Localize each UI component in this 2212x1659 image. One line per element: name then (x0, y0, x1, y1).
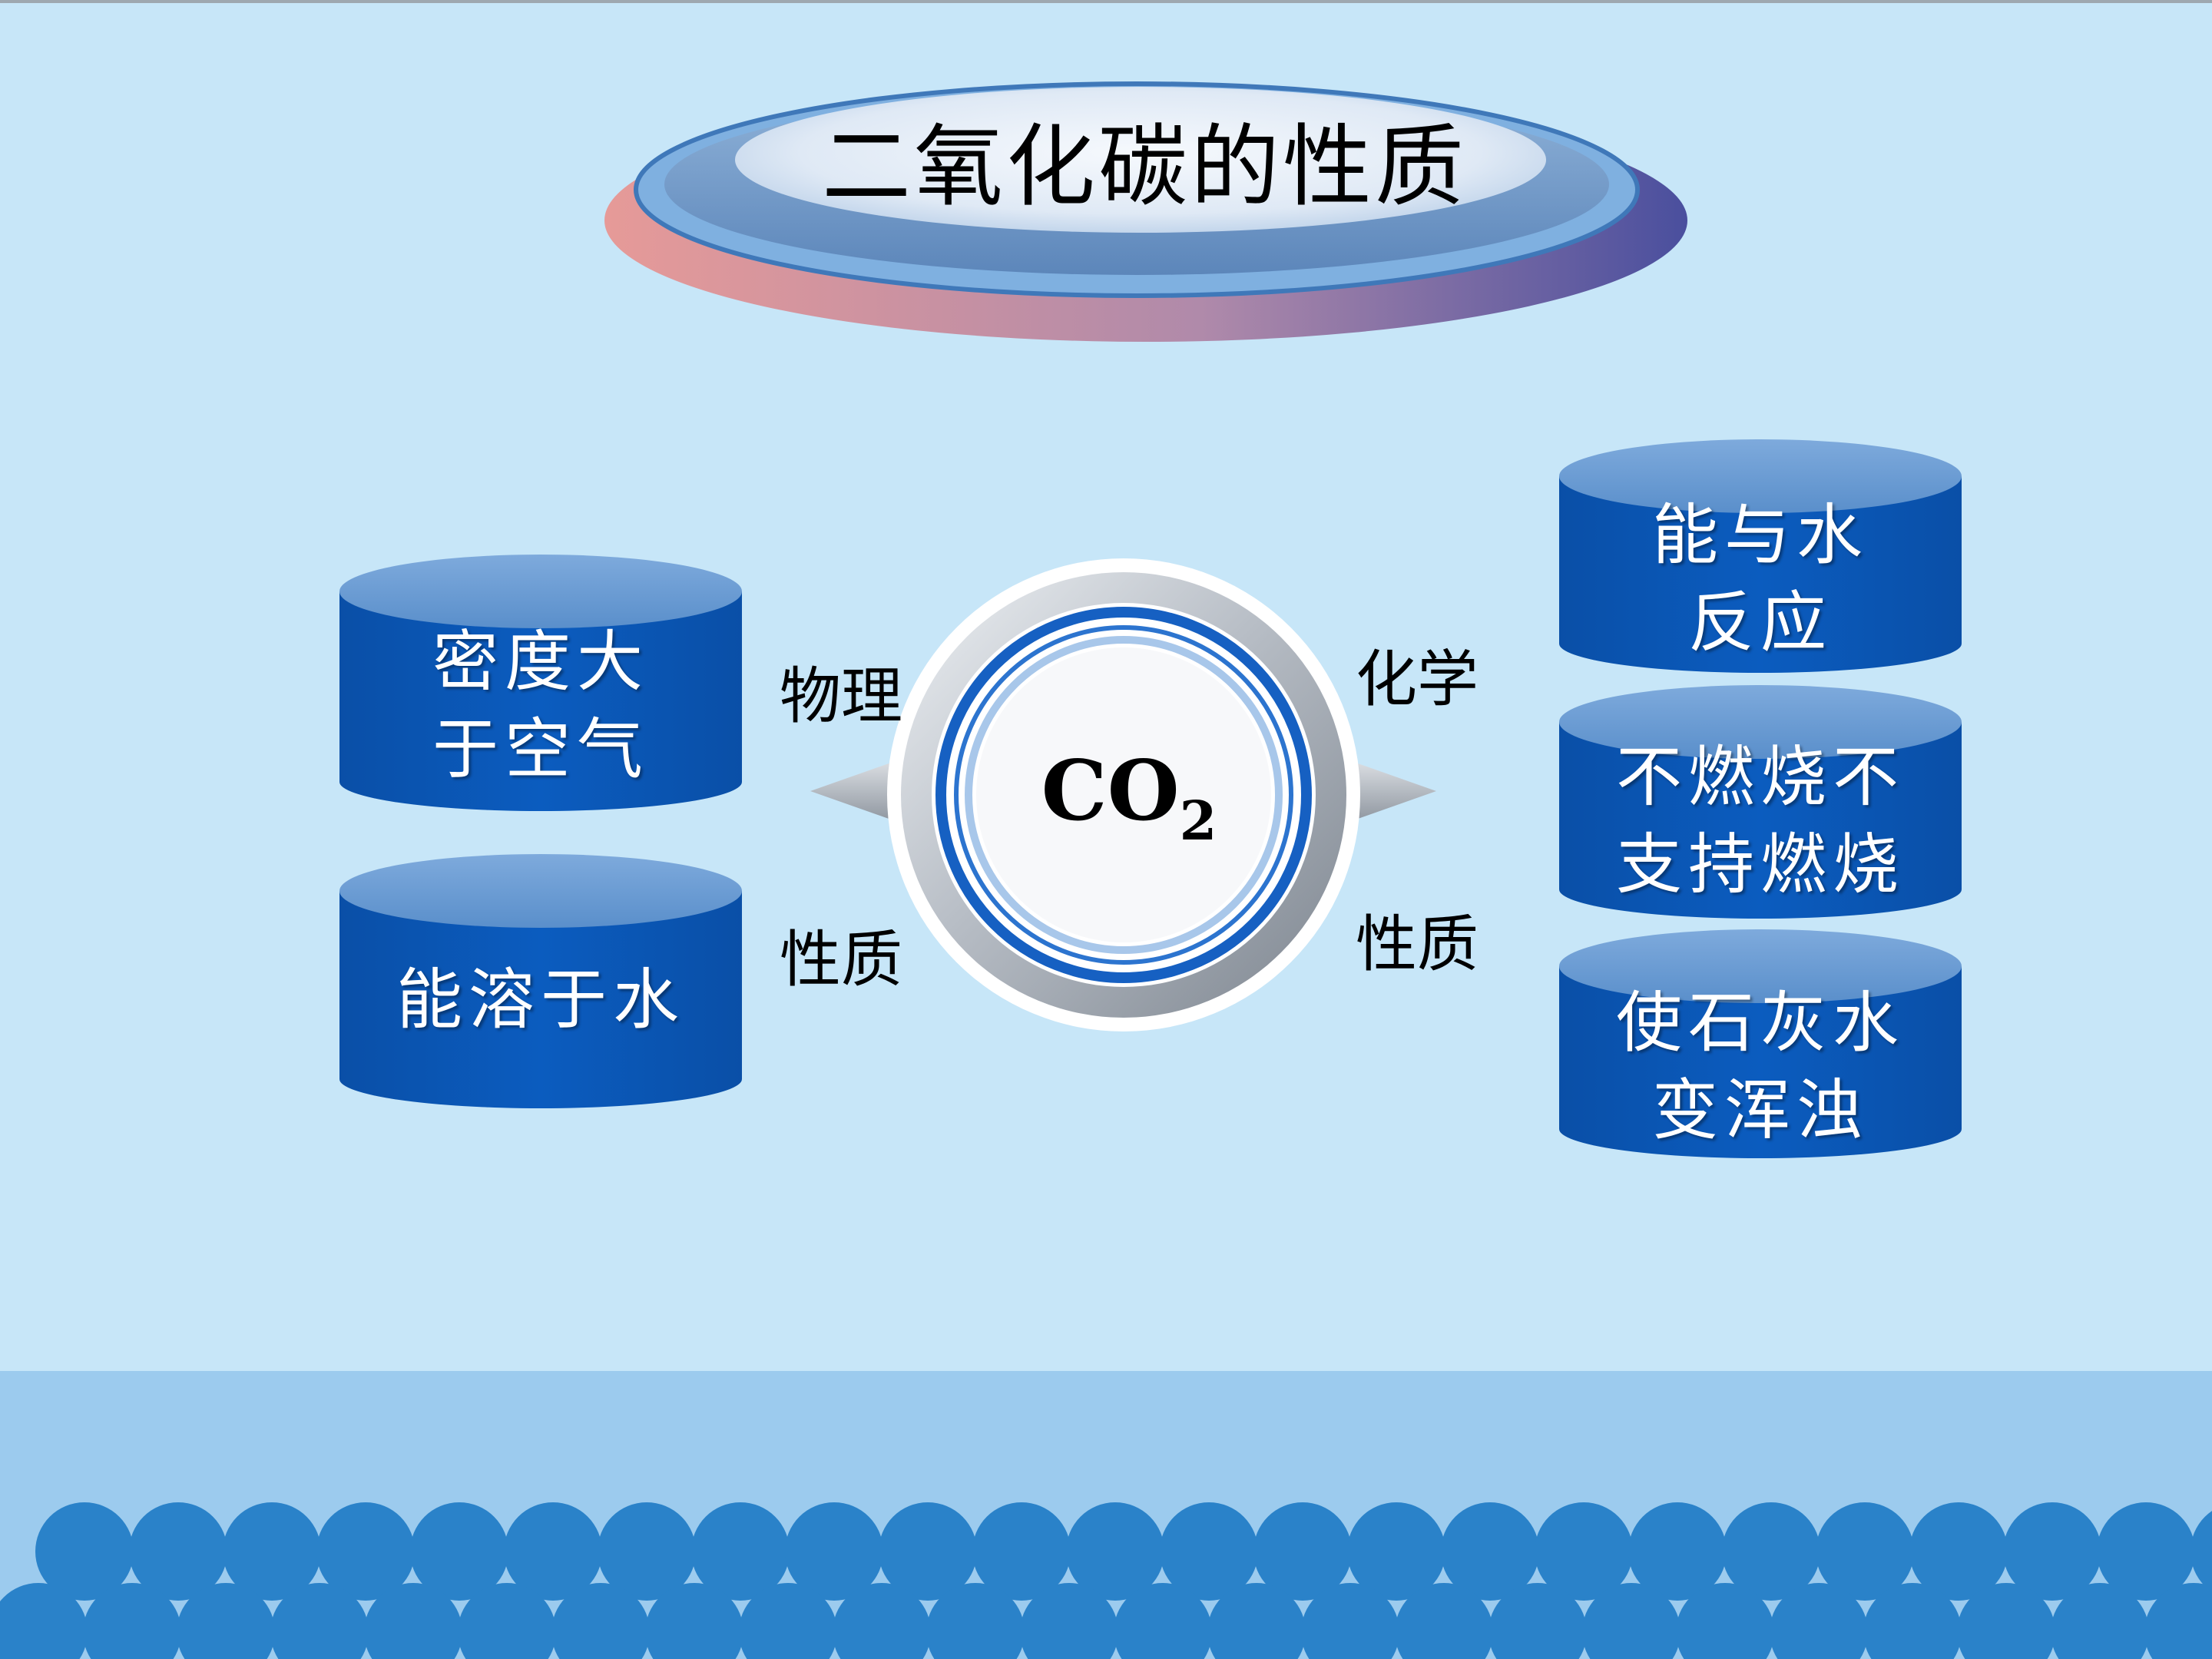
wave-scallop (1488, 1583, 1587, 1659)
wave-scallop (2003, 1502, 2101, 1601)
bottom-wave-pattern (0, 1502, 2212, 1659)
medallion-center (976, 647, 1271, 942)
medallion-thin-ring (954, 625, 1293, 965)
physical-property-solubility: 能溶于水 (339, 956, 742, 1044)
wave-scallop (1957, 1583, 2055, 1659)
property-cylinders (339, 439, 1962, 1158)
property-line: 密度大 (432, 624, 649, 700)
chemical-label-line1: 化学 (1356, 644, 1479, 715)
wave-scallop (1441, 1502, 1539, 1601)
wave-scallop (410, 1502, 508, 1601)
wave-scallop (1207, 1583, 1306, 1659)
chemical-property-water-reaction: 能与水 反应 (1559, 492, 1962, 667)
wave-scallop (2097, 1502, 2195, 1601)
wave-scallop (972, 1502, 1071, 1601)
property-line: 于空气 (432, 711, 649, 788)
wave-scallop (1347, 1502, 1445, 1601)
wave-scallop (1816, 1502, 1914, 1601)
chemical-property-nonflammable: 不燃烧不 支持燃烧 (1559, 733, 1962, 909)
wave-scallop (1722, 1502, 1820, 1601)
wave-scallop (1582, 1583, 1681, 1659)
wave-scallop (645, 1583, 743, 1659)
wave-scallop (2051, 1583, 2149, 1659)
cylinder-water-reaction (1559, 439, 1962, 673)
wave-scallop (177, 1583, 275, 1659)
medallion-light-ring (965, 636, 1283, 954)
wave-scallop (1770, 1583, 1868, 1659)
wave-scallop (270, 1583, 369, 1659)
wave-scallop (83, 1583, 181, 1659)
wave-scallop (364, 1583, 462, 1659)
cylinder-limewater (1559, 929, 1962, 1158)
wave-scallop (129, 1502, 227, 1601)
wave-scallop (551, 1583, 650, 1659)
wave-scallop (691, 1502, 790, 1601)
medallion-blue-ring (935, 607, 1312, 983)
wave-scallop (833, 1583, 931, 1659)
top-border (0, 0, 2212, 3)
wave-scallop (1863, 1583, 1962, 1659)
wave-scallop (598, 1502, 696, 1601)
co2-medallion (887, 558, 1360, 1031)
physical-label-line1: 物理 (780, 661, 902, 732)
property-line: 支持燃烧 (1616, 826, 1905, 903)
property-line: 能溶于水 (396, 962, 685, 1038)
wave-scallop (1066, 1502, 1164, 1601)
property-line: 能与水 (1652, 497, 1869, 574)
property-line: 使石灰水 (1616, 985, 1905, 1061)
wave-scallop (316, 1502, 415, 1601)
wave-scallop (1160, 1502, 1258, 1601)
wave-scallop (926, 1583, 1025, 1659)
property-line: 不燃烧不 (1616, 739, 1905, 816)
chemical-label-line2: 性质 (1356, 909, 1479, 980)
co2-text: CO (1041, 743, 1180, 839)
wave-scallop (1301, 1583, 1399, 1659)
co2-formula: CO2 (1014, 741, 1244, 871)
cylinder-nonflammable (1559, 685, 1962, 919)
wave-scallop (739, 1583, 837, 1659)
property-line: 变浑浊 (1652, 1072, 1869, 1149)
wave-scallop (785, 1502, 883, 1601)
wave-scallop (1628, 1502, 1727, 1601)
cylinder-solubility (339, 854, 742, 1108)
wave-scallop (879, 1502, 977, 1601)
wave-scallop (1253, 1502, 1352, 1601)
wave-scallop (35, 1502, 134, 1601)
cylinder-density (339, 555, 742, 811)
property-line: 反应 (1688, 584, 1833, 661)
wave-scallop (504, 1502, 602, 1601)
chemical-property-limewater: 使石灰水 变浑浊 (1559, 979, 1962, 1154)
wave-scallop (458, 1583, 556, 1659)
page-title: 二氧化碳的性质 (822, 115, 1467, 219)
title-banner (604, 81, 1687, 342)
wave-scallop (1909, 1502, 2008, 1601)
wave-scallop (1020, 1583, 1118, 1659)
wave-scallop (0, 1583, 88, 1659)
wave-scallop (2190, 1511, 2212, 1592)
wave-scallop (1676, 1583, 1774, 1659)
title-banner-inner (735, 87, 1546, 233)
physical-label-line2: 性质 (780, 924, 902, 995)
wave-scallop (223, 1502, 321, 1601)
wave-scallop (2144, 1583, 2212, 1659)
co2-subscript: 2 (1179, 789, 1217, 853)
wave-scallop (1395, 1583, 1493, 1659)
physical-property-density: 密度大 于空气 (339, 618, 742, 793)
wave-scallop (1114, 1583, 1212, 1659)
wave-scallop (1535, 1502, 1633, 1601)
